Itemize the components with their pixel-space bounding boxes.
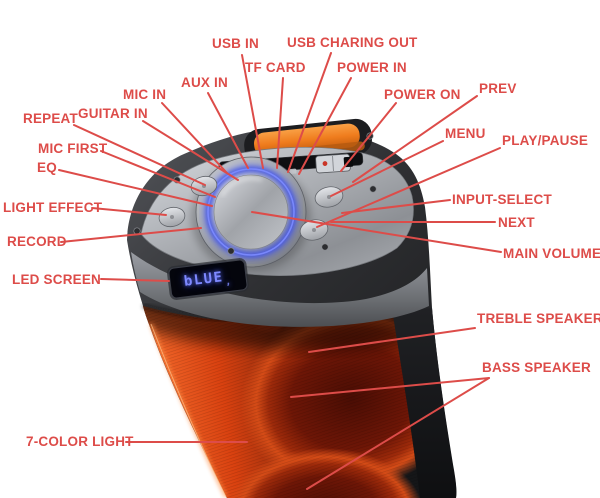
line-aux-in [207, 92, 249, 169]
line-usb-charging-out [287, 52, 332, 173]
led-screen [167, 258, 249, 300]
line-main-volume [251, 211, 502, 253]
panel-screws [133, 132, 377, 255]
line-mic-in [161, 102, 228, 174]
line-led-screen [100, 278, 170, 282]
line-bass-speaker [306, 377, 490, 490]
line-light-effect [91, 207, 167, 216]
speaker-grille [142, 303, 439, 498]
line-power-on [340, 102, 397, 172]
line-prev [352, 95, 478, 183]
line-tf-card [276, 77, 284, 169]
line-treble-speaker [308, 327, 476, 353]
line-input-select [341, 199, 451, 214]
line-menu [330, 140, 444, 197]
side-panel [392, 308, 457, 498]
line-usb-in [241, 54, 264, 169]
line-mic-first [100, 150, 216, 198]
line-eq [58, 169, 213, 207]
front-band [131, 252, 429, 327]
line-play-pause [316, 147, 501, 228]
line-power-in [298, 77, 352, 175]
line-record [60, 227, 202, 243]
line-repeat [73, 124, 206, 186]
callout-lines [58, 52, 502, 490]
line-guitar-in [142, 120, 239, 181]
line-bass-speaker [290, 377, 490, 398]
